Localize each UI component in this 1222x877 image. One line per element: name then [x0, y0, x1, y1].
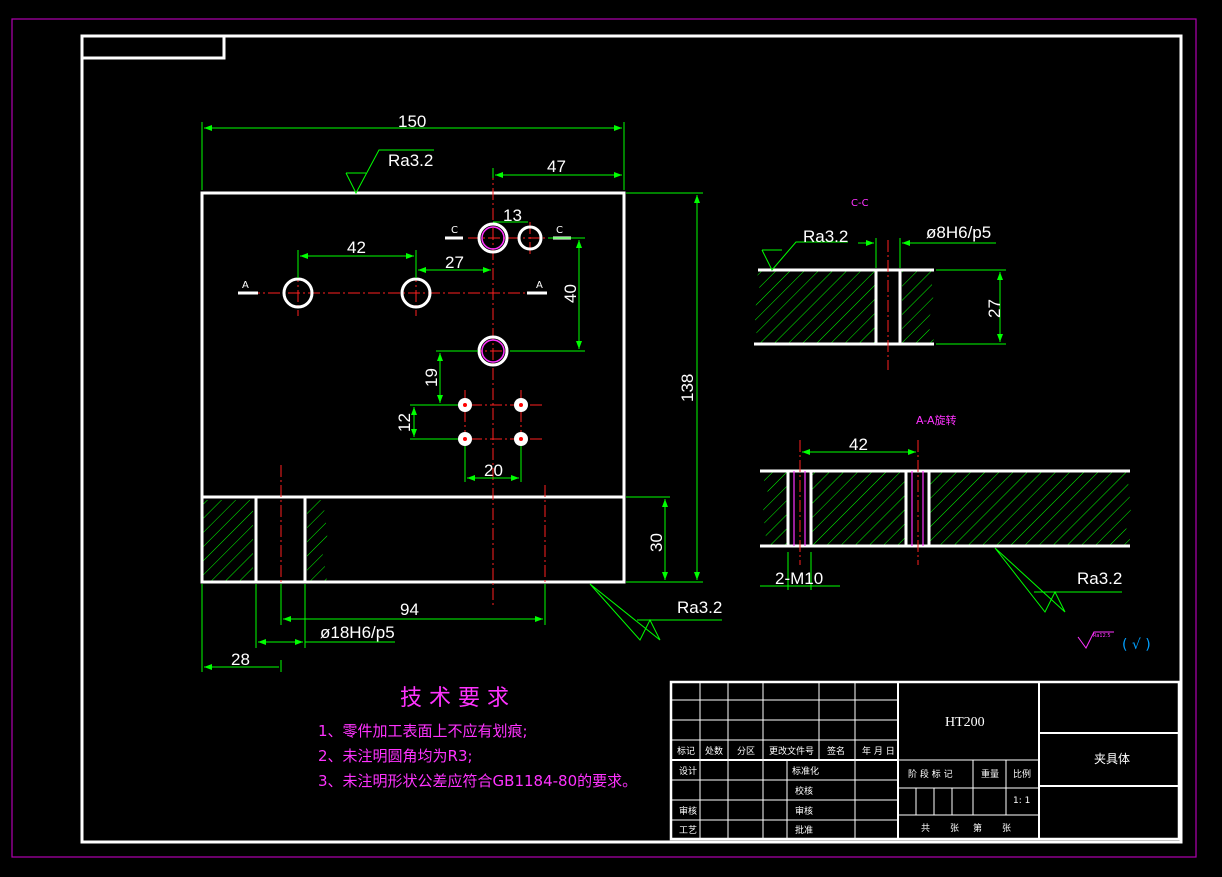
marker-c-right: C — [556, 225, 563, 236]
weight-label: 重量 — [981, 768, 999, 780]
section-cc: C-C Ra3.2 ø8H6/p5 27 — [754, 198, 1006, 370]
dim-hole-fit: ø18H6/p5 — [320, 623, 395, 642]
dim-13: 13 — [503, 206, 522, 225]
dim-27: 27 — [445, 253, 464, 272]
dim-138: 138 — [678, 374, 697, 402]
aa-spacing: 42 — [849, 435, 868, 454]
sheets-total: 共 — [921, 823, 930, 834]
hdr-count: 处数 — [705, 745, 723, 757]
hdr-date: 年 月 日 — [862, 745, 895, 757]
scale-label: 比例 — [1013, 768, 1031, 780]
part-name: 夹具体 — [1094, 752, 1130, 766]
role-design: 设计 — [679, 765, 697, 777]
dim-20: 20 — [484, 461, 503, 480]
cc-thickness: 27 — [985, 299, 1004, 318]
role-review-mid: 审核 — [795, 805, 813, 817]
marker-a-left: A — [242, 280, 249, 291]
roughness-cc: Ra3.2 — [803, 227, 848, 246]
dim-12: 12 — [395, 413, 414, 432]
role-standard: 标准化 — [792, 765, 819, 777]
hdr-zone: 分区 — [737, 746, 755, 757]
hdr-doc: 更改文件号 — [769, 745, 814, 757]
dim-19: 19 — [422, 368, 441, 387]
title-block — [669, 680, 1181, 841]
dim-30: 30 — [647, 533, 666, 552]
aa-thread: 2-M10 — [775, 569, 823, 588]
marker-a-right: A — [536, 280, 543, 291]
section-cc-title: C-C — [851, 198, 869, 209]
other-surfaces-symbol: Ra12.5 ( √ ) — [1077, 631, 1151, 653]
drawing-frame — [80, 34, 1183, 844]
role-check: 校核 — [795, 785, 813, 797]
section-aa-title: A-A旋转 — [916, 413, 957, 427]
role-review: 审核 — [679, 805, 697, 817]
outer-border — [11, 18, 1197, 858]
tech-item-1: 1、零件加工表面上不应有划痕; — [318, 722, 528, 740]
tech-item-3: 3、未注明形状公差应符合GB1184-80的要求。 — [318, 772, 637, 790]
roughness-aa: Ra3.2 — [1077, 569, 1122, 588]
sheets-no: 第 — [973, 822, 982, 834]
other-surfaces-paren: ( √ ) — [1122, 637, 1151, 653]
roughness-top: Ra3.2 — [388, 151, 433, 170]
dim-40: 40 — [561, 284, 580, 303]
dim-42: 42 — [347, 238, 366, 257]
dim-94: 94 — [400, 600, 419, 619]
section-aa: A-A旋转 42 2-M10 Ra3.2 — [760, 413, 1131, 613]
hdr-sign: 签名 — [827, 745, 845, 757]
roughness-bottom: Ra3.2 — [677, 598, 722, 617]
dim-28: 28 — [231, 650, 250, 669]
dim-150: 150 — [398, 112, 426, 131]
sheets-unit-2: 张 — [1002, 823, 1011, 834]
tech-requirements: 技 术 要 求 1、零件加工表面上不应有划痕; 2、未注明圆角均为R3; 3、未… — [318, 686, 637, 790]
marker-c-left: C — [451, 225, 458, 236]
main-view: A A C C — [200, 112, 722, 672]
dim-47: 47 — [547, 157, 566, 176]
sheets-unit-1: 张 — [950, 823, 959, 834]
other-surfaces-note: Ra12.5 — [1093, 633, 1111, 639]
tech-item-2: 2、未注明圆角均为R3; — [318, 747, 473, 765]
title-block-text: HT200 夹具体 标记 处数 分区 更改文件号 签名 年 月 日 设计 标准化… — [677, 715, 1130, 836]
code-box — [80, 34, 226, 60]
role-process: 工艺 — [679, 825, 697, 836]
scale-value: 1: 1 — [1013, 796, 1030, 806]
role-approve: 批准 — [795, 824, 813, 836]
tech-title: 技 术 要 求 — [400, 686, 509, 711]
cc-fit: ø8H6/p5 — [926, 223, 991, 242]
hdr-mark: 标记 — [677, 745, 695, 757]
stage-label: 阶 段 标 记 — [908, 768, 953, 780]
material: HT200 — [945, 715, 985, 730]
